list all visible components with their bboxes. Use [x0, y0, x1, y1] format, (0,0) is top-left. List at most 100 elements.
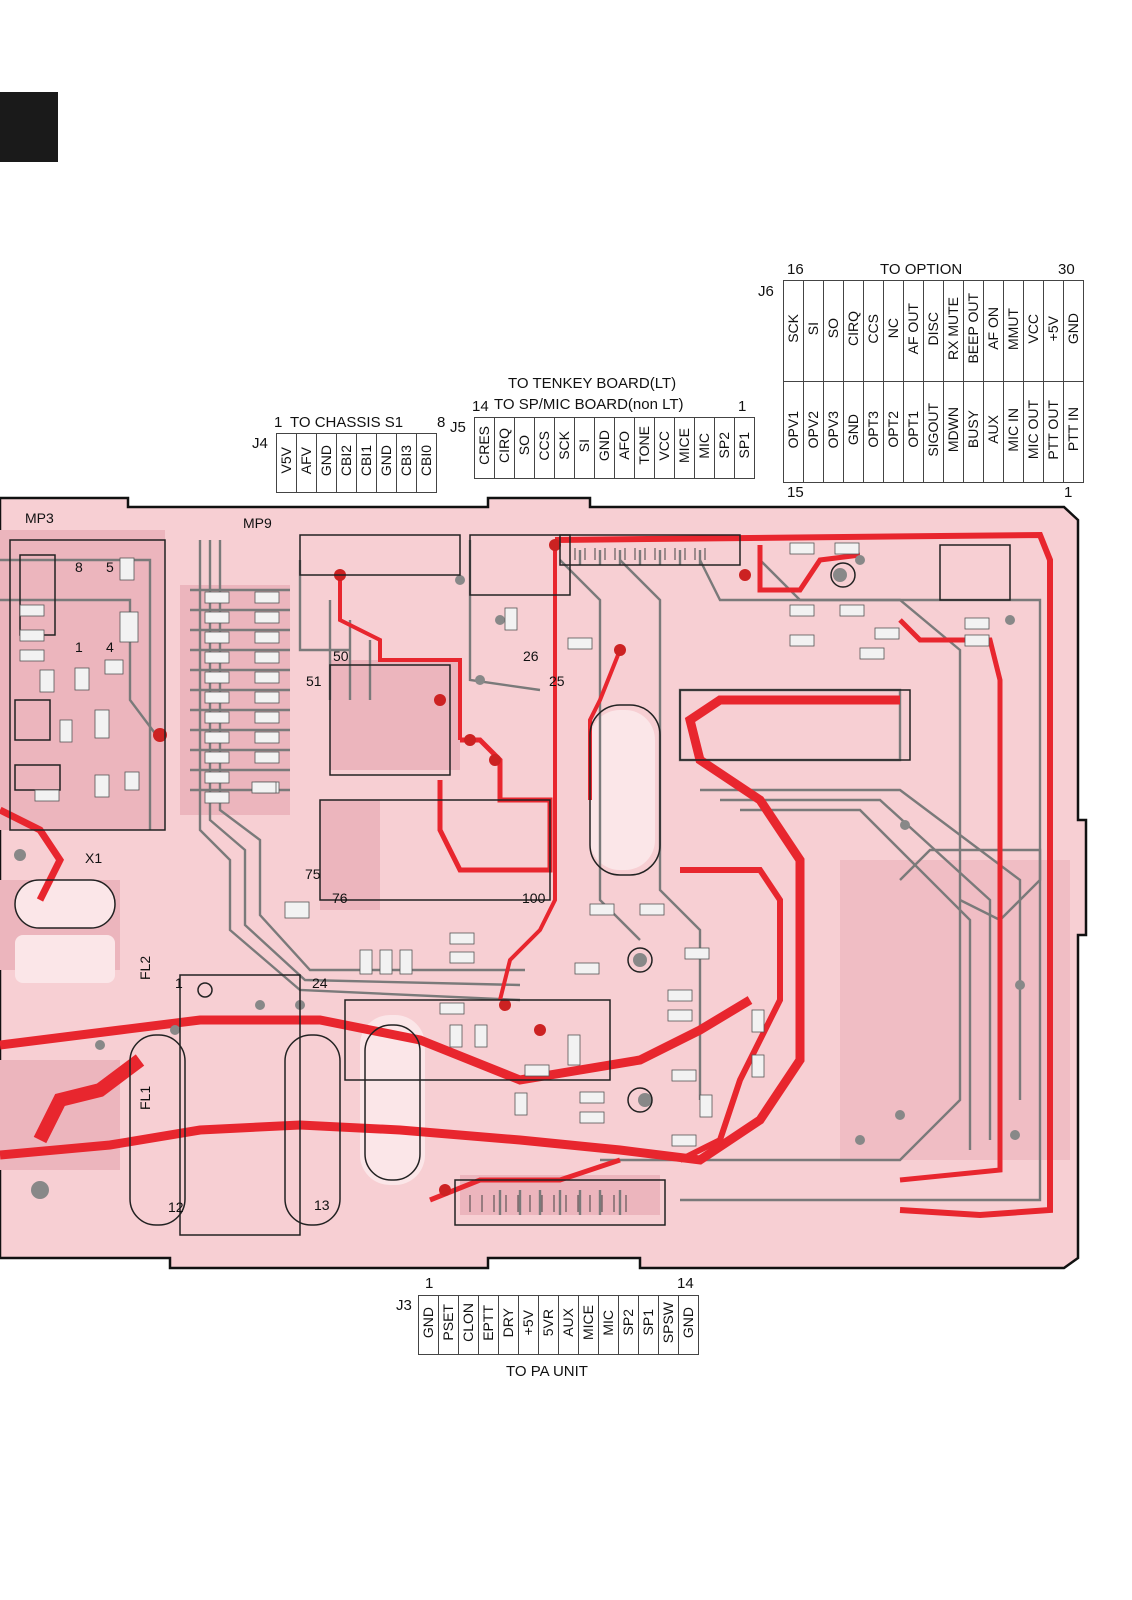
j6-pin-cell: OPT2: [883, 381, 904, 483]
pin-label: CBI3: [398, 444, 414, 477]
pin-label: OPT3: [865, 411, 881, 448]
ic-pin-13: 13: [314, 1197, 330, 1213]
pin-label: CCS: [536, 430, 552, 461]
ic-pin-25: 25: [549, 673, 565, 689]
pin-label: PTT OUT: [1045, 399, 1061, 460]
j3-pin-cell: AUX: [558, 1295, 579, 1355]
pin-label: SP1: [736, 432, 752, 459]
j6-pin-30: 30: [1058, 261, 1075, 278]
j4-pin-1: 1: [274, 414, 283, 431]
pin-label: AUX: [560, 1308, 576, 1337]
j6-pin-cell: AUX: [983, 381, 1004, 483]
j3-title: TO PA UNIT: [506, 1363, 588, 1380]
j3-pin-cell: +5V: [518, 1295, 539, 1355]
j5-pin-cell: SCK: [554, 417, 575, 479]
pin-label: BUSY: [965, 410, 981, 449]
j3-pin-cell: SPSW: [658, 1295, 679, 1355]
pin-label: MIC OUT: [1025, 399, 1041, 460]
j4-title: TO CHASSIS S1: [290, 414, 404, 431]
j5-pin-14: 14: [472, 398, 489, 415]
j6-pin-cell: GND: [1063, 280, 1084, 382]
j5-pin-cell: TONE: [634, 417, 655, 479]
j5-name: J5: [450, 419, 466, 436]
j3-pin-table: GND PSET CLON EPTT DRY +5V 5VR AUX MICE …: [418, 1295, 699, 1355]
footprint-pins: [469, 548, 706, 1212]
pin-label: SP1: [640, 1309, 656, 1336]
j3-pin-cell: PSET: [438, 1295, 459, 1355]
j6-pin-cell: OPT3: [863, 381, 884, 483]
j4-pin-cell: V5V: [276, 433, 297, 493]
pin-label: PTT IN: [1065, 407, 1081, 452]
j5-pin-cell: CRES: [474, 417, 495, 479]
pin-label: CBI2: [338, 444, 354, 477]
j4-pin-cell: GND: [376, 433, 397, 493]
j3-row: GND PSET CLON EPTT DRY +5V 5VR AUX MICE …: [418, 1295, 699, 1355]
j6-pin-cell: AF ON: [983, 280, 1004, 382]
ic-pin-4: 4: [106, 639, 114, 655]
j6-pin-cell: NC: [883, 280, 904, 382]
pin-label: MICE: [676, 428, 692, 463]
pin-label: TONE: [636, 426, 652, 465]
j6-bottom-row: OPV1 OPV2 OPV3 GND OPT3 OPT2 OPT1 SIGOUT…: [783, 381, 1084, 483]
pin-label: SPSW: [660, 1301, 676, 1344]
j4-pin-8: 8: [437, 414, 446, 431]
pin-label: SO: [516, 435, 532, 456]
j4-pin-cell: CBI0: [416, 433, 437, 493]
x1-label: X1: [85, 850, 102, 866]
j3-pin-cell: SP1: [638, 1295, 659, 1355]
pin-label: MIC: [696, 432, 712, 459]
j6-title: TO OPTION: [880, 261, 963, 278]
pin-label: CLON: [460, 1303, 476, 1342]
pin-label: CRES: [476, 426, 492, 465]
j6-pin-table: SCK SI SO CIRQ CCS NC AF OUT DISC RX MUT…: [783, 280, 1084, 483]
j3-pin-cell: CLON: [458, 1295, 479, 1355]
j3-pin-cell: SP2: [618, 1295, 639, 1355]
j6-pin-cell: DISC: [923, 280, 944, 382]
pin-label: +5V: [520, 1309, 536, 1336]
j5-pin-cell: MIC: [694, 417, 715, 479]
pin-label: SCK: [556, 431, 572, 460]
j6-pin-cell: OPV3: [823, 381, 844, 483]
j3-pin-cell: DRY: [498, 1295, 519, 1355]
pin-label: SP2: [620, 1309, 636, 1336]
ic-pin-12: 12: [168, 1199, 184, 1215]
pin-label: OPV2: [805, 410, 821, 449]
j6-pin-cell: SCK: [783, 280, 804, 382]
pin-label: SIGOUT: [925, 402, 941, 457]
pin-label: +5V: [1045, 315, 1061, 342]
pin-label: MIC: [600, 1309, 616, 1336]
pin-label: SO: [825, 318, 841, 339]
j4-pin-cell: CBI3: [396, 433, 417, 493]
j5-pin-cell: CCS: [534, 417, 555, 479]
pin-label: CBI0: [418, 444, 434, 477]
j6-pin-cell: MMUT: [1003, 280, 1024, 382]
pin-label: CIRQ: [496, 428, 512, 463]
pin-label: CIRQ: [845, 311, 861, 346]
pin-label: AFO: [616, 431, 632, 460]
ic-pin-26: 26: [523, 648, 539, 664]
j5-title-line1: TO TENKEY BOARD(LT): [508, 375, 677, 392]
j6-pin-cell: CIRQ: [843, 280, 864, 382]
pin-label: CCS: [865, 313, 881, 344]
j6-pin-cell: RX MUTE: [943, 280, 964, 382]
j5-pin-cell: VCC: [654, 417, 675, 479]
vias: [14, 539, 1025, 1199]
pin-label: GND: [845, 413, 861, 446]
j5-pin-cell: SO: [514, 417, 535, 479]
ic-pin-75: 75: [305, 866, 321, 882]
j5-pin-1: 1: [738, 398, 747, 415]
pin-label: AF ON: [985, 307, 1001, 350]
pin-label: EPTT: [480, 1304, 496, 1341]
ic-pin-24: 24: [312, 975, 328, 991]
j6-pin-cell: PTT IN: [1063, 381, 1084, 483]
j6-pin-cell: OPV2: [803, 381, 824, 483]
j3-pin-cell: GND: [418, 1295, 439, 1355]
pin-label: VCC: [656, 430, 672, 461]
pin-label: V5V: [278, 447, 294, 474]
pin-label: OPT2: [885, 411, 901, 448]
j6-pin-15: 15: [787, 484, 804, 501]
mp9-label: MP9: [243, 515, 272, 531]
ic-pin-1: 1: [175, 975, 183, 991]
pin-label: 5VR: [540, 1308, 556, 1337]
pin-label: OPT1: [905, 411, 921, 448]
